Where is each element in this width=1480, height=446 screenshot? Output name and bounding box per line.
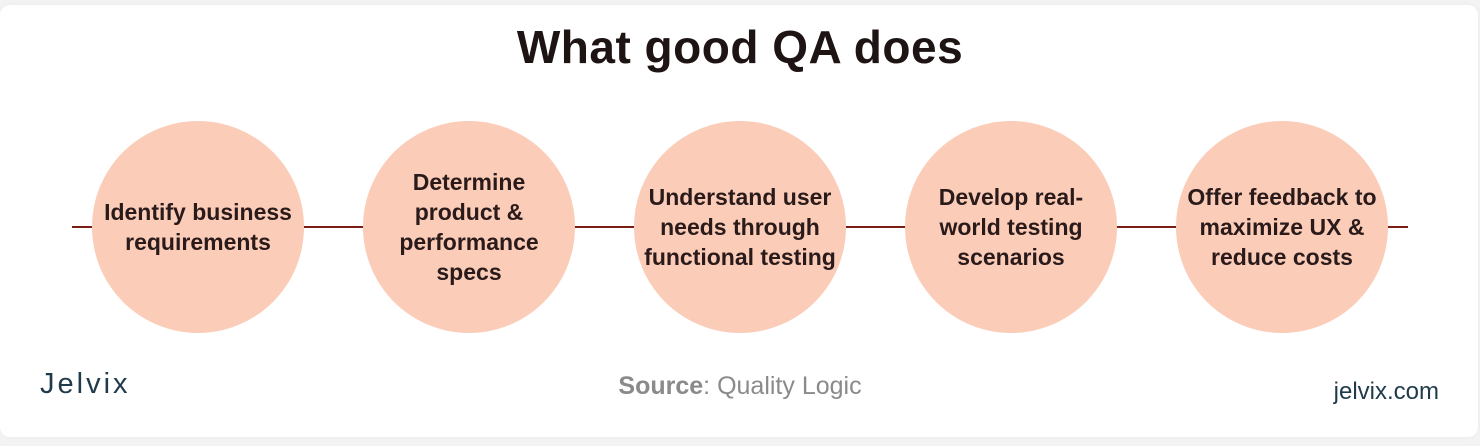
page-title: What good QA does: [516, 21, 964, 73]
brand-logo: Jelvix: [40, 368, 131, 400]
step-label: Develop real-world testing scenarios: [938, 184, 1084, 270]
step-circle-2: Determine product & performance specs: [363, 121, 575, 333]
step-label: Understand user needs through functional…: [644, 184, 836, 270]
step-circle-5: Offer feedback to maximize UX & reduce c…: [1176, 121, 1388, 333]
source-credit: Source: Quality Logic: [618, 372, 862, 400]
step-circle-3: Understand user needs through functional…: [634, 121, 846, 333]
step-label: Offer feedback to maximize UX & reduce c…: [1187, 184, 1377, 270]
source-key: Source: [618, 372, 704, 400]
step-label: Determine product & performance specs: [399, 169, 539, 285]
site-url: jelvix.com: [1333, 378, 1439, 405]
source-value: Quality Logic: [717, 372, 862, 400]
step-circle-4: Develop real-world testing scenarios: [905, 121, 1117, 333]
step-label: Identify business requirements: [104, 199, 292, 255]
step-circle-1: Identify business requirements: [92, 121, 304, 333]
